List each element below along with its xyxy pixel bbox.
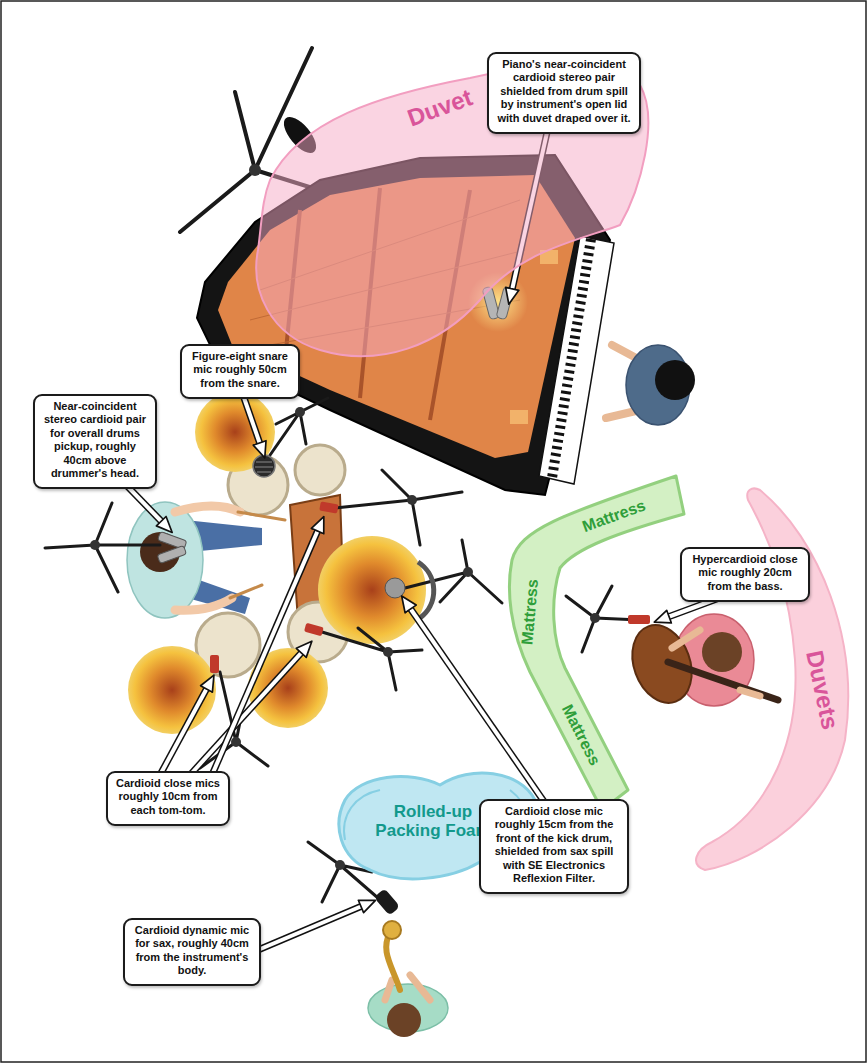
callout-box: Figure-eight snare mic roughly 50cm from… <box>180 344 300 399</box>
callout-text: Hypercardioid close mic roughly 20cm fro… <box>687 553 803 593</box>
drummer-body <box>127 502 203 618</box>
stand-hub <box>590 613 600 623</box>
microphone <box>157 546 186 564</box>
drummer-arms <box>175 506 240 610</box>
callout-box: Cardioid close mics roughly 10cm from ea… <box>106 771 230 826</box>
mic-stand <box>268 398 328 458</box>
leader-arrow-outline <box>212 530 318 775</box>
saxophonist-arms <box>385 975 430 1000</box>
stand-hub <box>407 495 417 505</box>
mic-grille <box>255 462 273 472</box>
mic-stand <box>45 503 160 592</box>
stand-hub <box>463 567 473 577</box>
leader-arrow <box>258 906 362 950</box>
callout-box: Near-coincident stereo cardioid pair for… <box>33 394 157 489</box>
saxophone <box>386 932 400 990</box>
callout-text: Cardioid close mics roughly 10cm from ea… <box>113 777 223 817</box>
stand-hub <box>295 407 305 417</box>
microphone <box>210 655 219 673</box>
microphone <box>628 615 650 624</box>
mic-stand <box>335 470 462 545</box>
mattress-shape-fill <box>509 476 684 810</box>
duvet-shape-fill <box>256 65 648 356</box>
tom-tom <box>295 445 345 495</box>
bassist-arms <box>672 630 760 696</box>
stand-hub <box>231 737 241 747</box>
callout-text: Figure-eight snare mic roughly 50cm from… <box>187 350 293 390</box>
duvets-shape: Duvets <box>690 480 860 880</box>
duvets-shape-outline <box>690 480 860 880</box>
piano-keyboard <box>539 236 614 484</box>
stand-hub <box>249 164 261 176</box>
callout-text: Cardioid close mic roughly 15cm from the… <box>486 805 622 885</box>
stand-hub <box>90 540 100 550</box>
mic-stand <box>322 628 422 690</box>
saxophone-bell <box>383 921 401 939</box>
microphone <box>304 623 324 636</box>
leader-arrow-outline <box>190 652 302 775</box>
microphone <box>319 501 338 513</box>
double-bass <box>622 617 702 711</box>
leader-arrow <box>190 652 302 775</box>
leader-arrow-outline <box>258 906 362 950</box>
mattress-shape: MattressMattressMattress <box>500 470 695 815</box>
microphone <box>496 286 514 319</box>
duvets-shape-fill <box>696 488 848 870</box>
figure-eight-mic <box>253 455 275 477</box>
callout-box: Cardioid close mic roughly 15cm from the… <box>479 799 629 894</box>
cymbal <box>318 536 426 644</box>
bassist-head <box>702 632 742 672</box>
foam-swirl <box>344 790 380 840</box>
callout-box: Piano's near-coincident cardioid stereo … <box>487 52 641 134</box>
microphone <box>385 578 405 598</box>
microphone <box>374 888 400 915</box>
piano-black-keys <box>552 239 591 478</box>
leader-arrow-outline <box>242 392 260 444</box>
drum-sticks <box>230 512 285 598</box>
leader-arrow <box>212 530 318 775</box>
callout-box: Hypercardioid close mic roughly 20cm fro… <box>680 547 810 602</box>
callout-text: Cardioid dynamic mic for sax, roughly 40… <box>130 924 254 978</box>
leader-arrow <box>242 392 260 444</box>
saxophonist-head <box>387 1003 421 1037</box>
mic-stand <box>405 540 502 603</box>
shape-label: Rolled-up Packing Foam <box>371 803 496 840</box>
piano-hammer <box>510 410 528 424</box>
callout-text: Piano's near-coincident cardioid stereo … <box>494 58 634 125</box>
pianist-head <box>655 360 695 400</box>
callout-box: Cardioid dynamic mic for sax, roughly 40… <box>123 918 261 986</box>
stand-hub <box>335 860 345 870</box>
stand-hub <box>383 647 393 657</box>
reflexion-filter <box>418 562 434 618</box>
callout-text: Near-coincident stereo cardioid pair for… <box>40 400 150 480</box>
